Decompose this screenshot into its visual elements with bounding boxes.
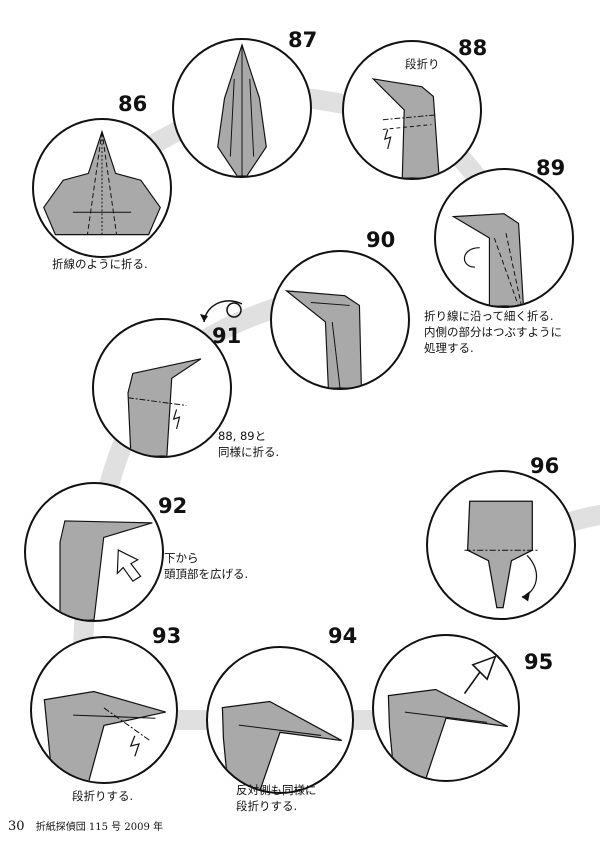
step-93-caption: 段折りする.: [72, 789, 134, 803]
step-86-caption: 折線のように折る.: [52, 257, 148, 271]
step-89-caption: 折り線に沿って細く折る. 内側の部分はつぶすように 処理する.: [424, 309, 562, 355]
page-number: 30: [8, 819, 25, 834]
step-92-caption: 下から 頭頂部を広げる.: [164, 551, 249, 581]
step-91-diagram: [92, 318, 232, 458]
step-86-number: 86: [118, 92, 148, 116]
step-92-diagram: [24, 482, 164, 622]
step-92-number: 92: [158, 494, 188, 518]
step-96-diagram: [426, 470, 576, 620]
step-93-number: 93: [152, 624, 182, 648]
step-87-diagram: [172, 38, 312, 178]
step-86-diagram: [32, 118, 172, 258]
step-94-number: 94: [328, 624, 358, 648]
step-90-diagram: [270, 250, 410, 390]
step-94-diagram: [206, 646, 354, 794]
step-95-diagram: [372, 634, 520, 782]
step-94-caption: 反対側も同様に 段折りする.: [236, 783, 317, 813]
step-89-diagram: [434, 168, 574, 308]
step-90-number: 90: [366, 228, 396, 252]
step-89-number: 89: [536, 156, 566, 180]
step-95-number: 95: [524, 650, 554, 674]
step-96-number: 96: [530, 454, 560, 478]
step-91-caption: 88, 89と 同様に折る.: [218, 429, 280, 459]
publication-info: 折紙探偵団 115 号 2009 年: [35, 822, 163, 833]
step-88-number: 88: [458, 36, 488, 60]
page-footer: 30 折紙探偵団 115 号 2009 年: [8, 818, 163, 834]
step-88-diagram: [342, 40, 482, 180]
step-93-diagram: [30, 636, 178, 784]
rotate-arrow-icon: [200, 300, 243, 323]
step-87-number: 87: [288, 28, 318, 52]
step-91-number: 91: [212, 324, 242, 348]
step-88-inline-label: 段折り: [405, 57, 440, 71]
